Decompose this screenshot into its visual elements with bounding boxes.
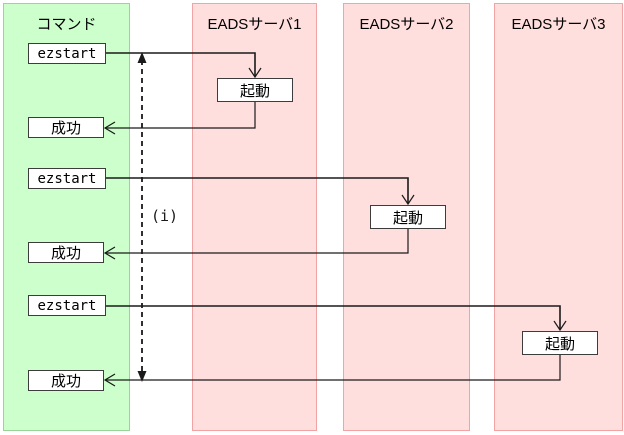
box-kidou-3: 起動: [522, 331, 598, 355]
box-ezstart-3: ezstart: [28, 295, 106, 316]
lane-header-server-1: EADSサーバ1: [207, 16, 302, 33]
connector-return-3: [106, 355, 561, 381]
span-arrow-up-icon: [137, 52, 147, 63]
box-seikou-3: 成功: [28, 370, 104, 391]
lane-header-server-3: EADSサーバ3: [511, 16, 606, 33]
box-kidou-2: 起動: [370, 205, 446, 229]
box-seikou-1: 成功: [28, 117, 104, 138]
box-ezstart-2: ezstart: [28, 168, 106, 189]
box-kidou-1: 起動: [217, 78, 293, 102]
lane-server-3: EADSサーバ3: [494, 3, 623, 431]
lane-header-command: コマンド: [36, 16, 97, 33]
lane-command: コマンド: [3, 3, 130, 431]
box-ezstart-1: ezstart: [28, 43, 106, 64]
lane-header-server-2: EADSサーバ2: [359, 16, 454, 33]
connector-call-3: [106, 305, 561, 329]
lane-server-1: EADSサーバ1: [192, 3, 317, 431]
box-seikou-2: 成功: [28, 242, 104, 263]
span-arrow-down-icon: [137, 371, 147, 382]
span-label: (i): [151, 207, 178, 225]
